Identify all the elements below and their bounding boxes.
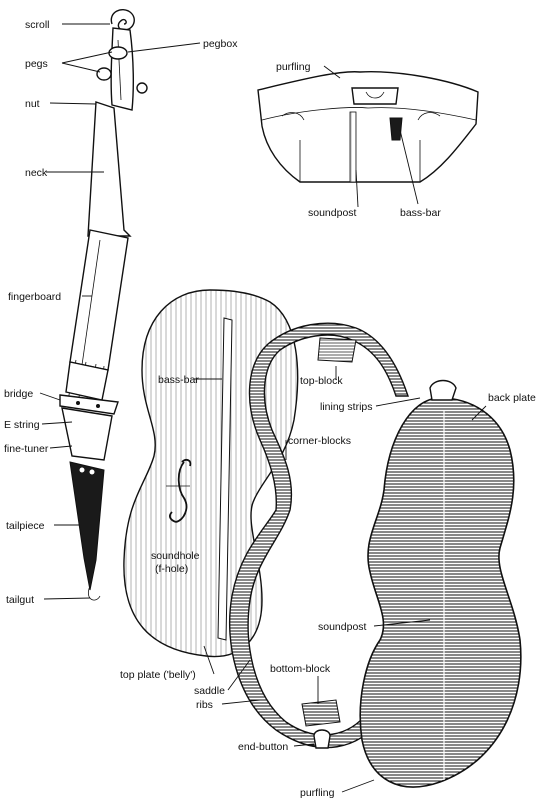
label-soundpost-low: soundpost — [318, 621, 367, 633]
label-soundpost-top: soundpost — [308, 207, 357, 219]
label-ribs: ribs — [196, 699, 213, 711]
label-bass-bar-top: bass-bar — [400, 207, 441, 219]
label-tailgut: tailgut — [6, 594, 34, 606]
end-button-shape — [313, 729, 331, 749]
f-hole-shape — [169, 459, 192, 523]
bass-bar-shape — [217, 317, 233, 641]
label-neck: neck — [25, 167, 48, 179]
fingerboard-shape — [69, 229, 129, 371]
label-fine-tuner: fine-tuner — [4, 443, 49, 455]
cross-section-shell — [257, 71, 479, 183]
label-end-button: end-button — [238, 741, 288, 753]
cross-bass-bar — [389, 117, 403, 141]
ribs-shape — [229, 322, 409, 749]
label-purfling-bottom: purfling — [300, 787, 335, 799]
neck-assembly — [59, 8, 148, 601]
cross-soundpost — [349, 111, 357, 183]
bottom-block-shape — [301, 699, 341, 727]
label-scroll: scroll — [25, 19, 50, 31]
ribs — [229, 322, 409, 749]
label-top-plate: top plate ('belly') — [120, 669, 196, 681]
label-e-string: E string — [4, 419, 40, 431]
back-plate-neck-knob — [429, 379, 457, 401]
labels: scroll pegs pegbox nut neck fingerboard … — [4, 19, 536, 799]
neck-shape — [87, 101, 132, 237]
label-pegs: pegs — [25, 58, 48, 70]
label-tailpiece: tailpiece — [6, 520, 45, 532]
peg-1 — [108, 46, 128, 60]
label-top-block: top-block — [300, 375, 343, 387]
peg-3 — [136, 82, 148, 94]
label-purfling-top: purfling — [276, 61, 311, 73]
back-plate-shape — [359, 397, 522, 788]
label-corner-blocks: corner-blocks — [288, 435, 351, 447]
back-plate — [359, 379, 522, 788]
label-bass-bar-mid: bass-bar — [158, 374, 199, 386]
label-back-plate: back plate — [488, 392, 536, 404]
bridge-shape — [59, 394, 119, 415]
scroll-shape — [110, 8, 135, 31]
label-pegbox: pegbox — [203, 38, 238, 50]
label-nut: nut — [25, 98, 40, 110]
label-soundhole-sub: (f-hole) — [155, 563, 188, 575]
top-block-shape — [317, 337, 357, 363]
leader-lines — [39, 23, 487, 793]
label-bridge: bridge — [4, 388, 33, 400]
tailpiece-shape — [69, 461, 105, 591]
label-lining-strips: lining strips — [320, 401, 373, 413]
label-soundhole: soundhole — [151, 550, 200, 562]
peg-2 — [96, 67, 112, 81]
pegbox-shape — [110, 27, 135, 111]
label-fingerboard: fingerboard — [8, 291, 61, 303]
tailgut-shape — [88, 585, 101, 601]
label-bottom-block: bottom-block — [270, 663, 331, 675]
label-saddle: saddle — [194, 685, 225, 697]
cross-section — [257, 71, 479, 183]
